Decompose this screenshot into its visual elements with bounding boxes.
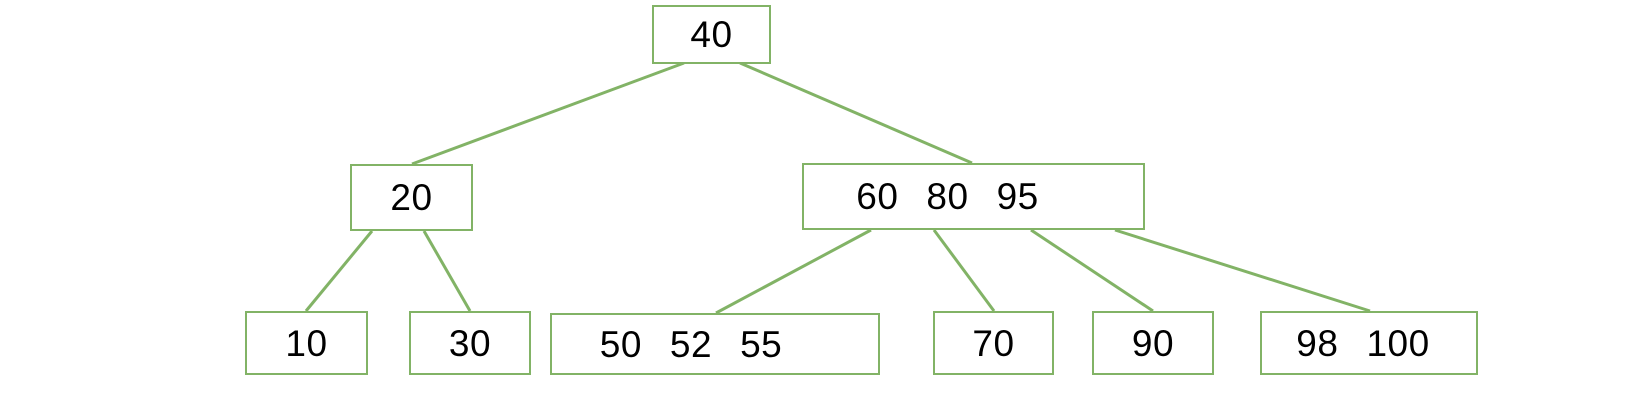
- tree-node-internal-left[interactable]: 20: [350, 164, 473, 231]
- node-key: 10: [285, 322, 328, 364]
- tree-node-leaf-90[interactable]: 90: [1092, 311, 1214, 375]
- node-key-list: 40: [690, 16, 732, 53]
- node-key: 95: [996, 176, 1039, 217]
- node-key: 70: [972, 322, 1015, 364]
- tree-node-leaf-50[interactable]: 50 52 55: [550, 313, 880, 375]
- tree-edge: [411, 61, 685, 166]
- node-key-list: 20: [390, 179, 432, 216]
- node-key-list: 90: [1132, 325, 1174, 362]
- node-key: 100: [1366, 322, 1430, 364]
- tree-edge: [739, 61, 973, 165]
- node-key: 90: [1131, 322, 1175, 364]
- node-key: 50: [599, 323, 642, 365]
- node-key: 55: [740, 323, 783, 365]
- tree-edge: [1030, 228, 1154, 313]
- tree-node-leaf-10[interactable]: 10: [245, 311, 368, 375]
- node-key: 20: [390, 177, 433, 218]
- tree-node-leaf-98[interactable]: 98 100: [1260, 311, 1478, 375]
- tree-edge: [422, 230, 472, 312]
- tree-node-leaf-30[interactable]: 30: [409, 311, 531, 375]
- tree-node-internal-right[interactable]: 60 80 95: [802, 163, 1145, 230]
- node-key: 60: [856, 176, 899, 217]
- tree-node-leaf-70[interactable]: 70: [933, 311, 1054, 375]
- node-key: 52: [669, 323, 713, 365]
- node-key-list: 98 100: [1296, 325, 1429, 362]
- tree-edge: [1114, 228, 1371, 313]
- node-key: 98: [1296, 322, 1339, 364]
- tree-edge: [932, 229, 996, 312]
- tree-edge: [304, 230, 374, 312]
- tree-edge: [715, 228, 872, 315]
- tree-node-root[interactable]: 40: [652, 5, 771, 64]
- node-key: 80: [926, 176, 969, 217]
- node-key: 40: [690, 14, 733, 55]
- node-key: 30: [448, 322, 492, 364]
- node-key-list: 50 52 55: [600, 326, 782, 363]
- node-key-list: 10: [285, 325, 327, 362]
- node-key-list: 30: [449, 325, 491, 362]
- node-key-list: 60 80 95: [856, 178, 1038, 215]
- node-key-list: 70: [972, 325, 1014, 362]
